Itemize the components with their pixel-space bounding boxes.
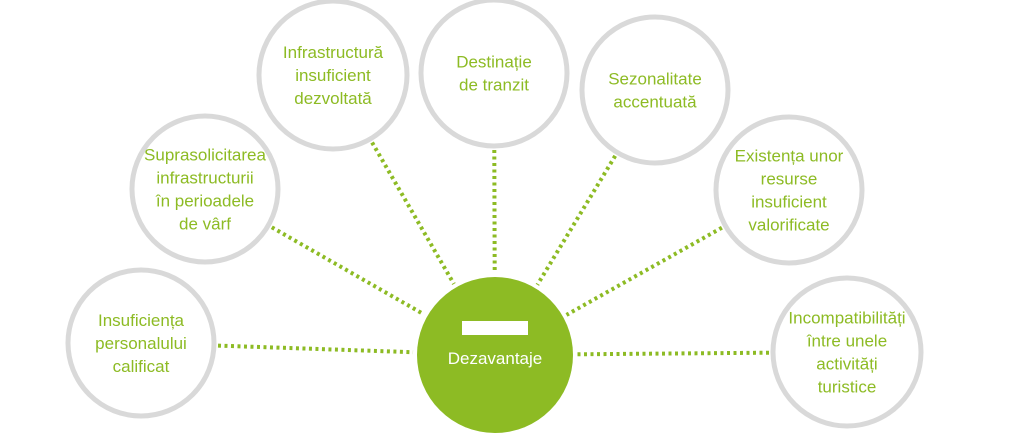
node-label-line: Destinație	[456, 53, 532, 72]
node-label-line: Existența unor	[735, 146, 844, 165]
node-label-line: de vârf	[179, 214, 231, 233]
node-circle	[579, 14, 731, 166]
node-circle	[129, 113, 281, 265]
node-label-line: turistice	[818, 377, 877, 396]
center-circle	[417, 277, 573, 433]
node-label-line: infrastructurii	[156, 168, 253, 187]
connector-insuficienta-personalului	[217, 343, 414, 355]
node-incompatibilitati-activitati: Incompatibilități între unele activități tu…	[770, 275, 924, 429]
node-label-line: între unele	[806, 331, 887, 350]
connector-resurse-insuficient-valorificate	[565, 225, 723, 317]
connector-incompatibilitati-activitati	[576, 350, 770, 357]
minus-icon	[462, 321, 528, 335]
node-label-line: Infrastructură	[283, 43, 384, 62]
node-suprasolicitarea-infrastructurii: Suprasolicitarea infrastructurii în perioa…	[129, 113, 281, 265]
node-label-line: insuficient	[295, 66, 371, 85]
node-label-line: Insuficiența	[98, 311, 185, 330]
connector-suprasolicitarea-infrastructurii	[270, 225, 425, 317]
node-label-line: Sezonalitate	[608, 70, 702, 89]
node-label-line: insuficient	[751, 192, 827, 211]
node-label-line: Incompatibilități	[788, 308, 905, 327]
node-infrastructura-insuficient: Infrastructură insuficient dezvoltată	[256, 0, 410, 152]
node-circle	[713, 114, 865, 266]
node-label-line: resurse	[761, 169, 818, 188]
node-insuficienta-personalului: Insuficiența personalului calificat	[65, 267, 217, 419]
node-label: Suprasolicitarea infrastructurii în perioa…	[144, 145, 266, 233]
node-label: Infrastructură insuficient dezvoltată	[283, 43, 384, 108]
node-label-line: în perioadele	[155, 191, 254, 210]
node-circle	[256, 0, 410, 152]
node-label-line: dezvoltată	[294, 89, 372, 108]
outer-nodes: Insuficiența personalului calificat Supraso…	[65, 0, 924, 429]
node-label-line: accentuată	[613, 93, 697, 112]
node-label-line: Suprasolicitarea	[144, 145, 266, 164]
connector-sezonalitate-accentuata	[535, 154, 617, 286]
connector-infrastructura-insuficient	[370, 141, 456, 286]
center-node: Dezavantaje	[417, 277, 573, 433]
node-sezonalitate-accentuata: Sezonalitate accentuată	[579, 14, 731, 166]
node-circle	[65, 267, 217, 419]
node-label-line: personalului	[95, 334, 187, 353]
node-label-line: activități	[816, 354, 877, 373]
node-circle	[770, 275, 924, 429]
node-label: Insuficiența personalului calificat	[95, 311, 187, 376]
node-circle	[418, 0, 570, 149]
node-destinatie-tranzit: Destinație de tranzit	[418, 0, 570, 149]
node-label: Existența unor resurse insuficient valorifi…	[735, 146, 844, 234]
node-label: Destinație de tranzit	[456, 53, 532, 95]
node-label: Sezonalitate accentuată	[608, 70, 702, 112]
node-label: Incompatibilități între unele activități tu…	[788, 308, 905, 396]
node-label-line: valorificate	[748, 215, 829, 234]
connector-lines	[217, 141, 770, 357]
node-resurse-insuficient-valorificate: Existența unor resurse insuficient valorifi…	[713, 114, 865, 266]
center-label: Dezavantaje	[448, 349, 543, 368]
node-label-line: de tranzit	[459, 76, 529, 95]
node-label-line: calificat	[113, 357, 170, 376]
